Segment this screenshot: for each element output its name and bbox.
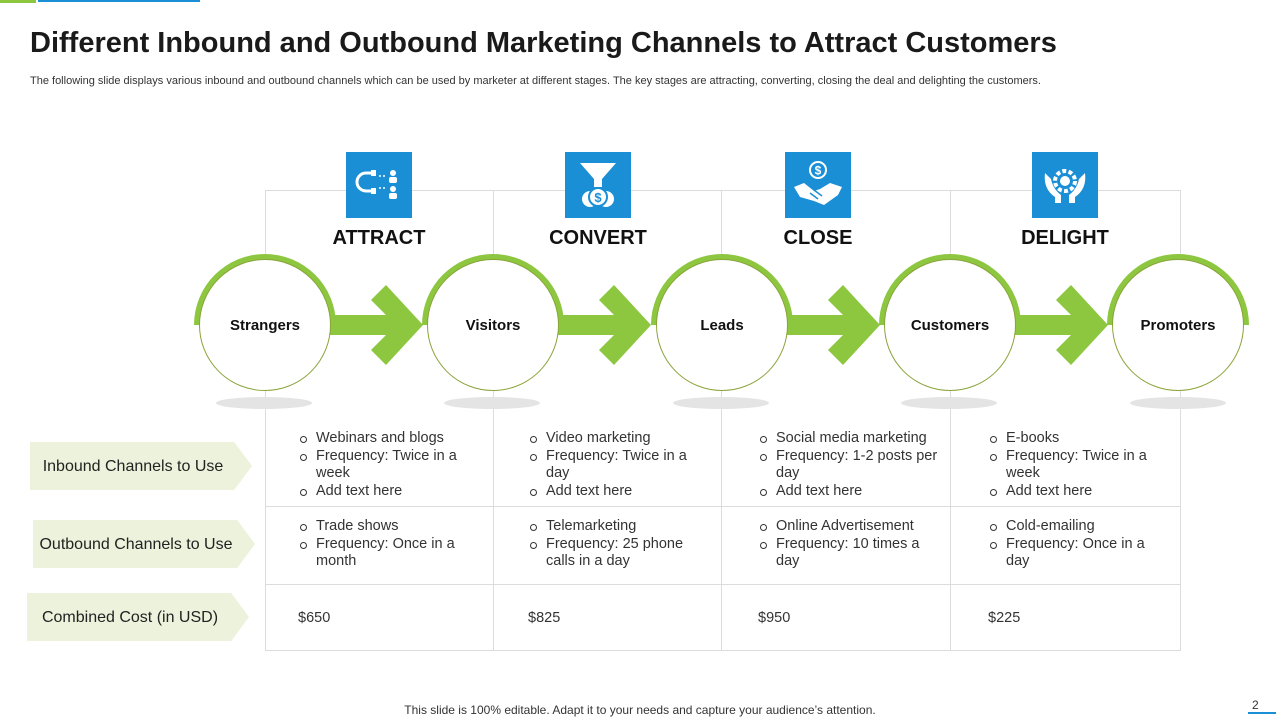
- grid-col-0: [265, 190, 266, 651]
- grid-col-1: [493, 190, 494, 651]
- slide-subtitle: The following slide displays various inb…: [30, 75, 1041, 87]
- svg-text:$: $: [815, 164, 822, 178]
- flow-arrow-1: [321, 285, 423, 365]
- stage-label-close: CLOSE: [783, 227, 853, 249]
- handshake-dollar-icon: $: [785, 152, 851, 218]
- inbound-cell-2: Video marketing Frequency: Twice in a da…: [528, 430, 698, 500]
- stage-label-convert: CONVERT: [549, 227, 647, 249]
- list-item: Add text here: [988, 483, 1168, 501]
- magnet-users-icon: [346, 152, 412, 218]
- stage-label-delight: DELIGHT: [1021, 227, 1109, 249]
- grid-col-3: [950, 190, 951, 651]
- circle-promoters: Promoters: [1112, 259, 1244, 391]
- row-label-cost: Combined Cost (in USD): [27, 593, 249, 641]
- list-item: Frequency: 25 phone calls in a day: [528, 536, 703, 571]
- row-label-inbound: Inbound Channels to Use: [30, 442, 252, 490]
- circle-shadow: [1130, 397, 1226, 409]
- outbound-cell-3: Online Advertisement Frequency: 10 times…: [758, 518, 928, 571]
- outbound-cell-2: Telemarketing Frequency: 25 phone calls …: [528, 518, 703, 571]
- list-item: Frequency: 10 times a day: [758, 536, 928, 571]
- cost-value-1: $650: [298, 610, 331, 626]
- grid-bottom: [266, 650, 1180, 651]
- inbound-cell-3: Social media marketing Frequency: 1-2 po…: [758, 430, 943, 500]
- top-accent-blue: [38, 0, 200, 2]
- circle-customers: Customers: [884, 259, 1016, 391]
- list-item: Frequency: Once in a month: [298, 536, 473, 571]
- cost-value-2: $825: [528, 610, 561, 626]
- top-accent-green: [0, 0, 36, 3]
- page-number-underline: [1248, 712, 1276, 714]
- inbound-cell-1: Webinars and blogs Frequency: Twice in a…: [298, 430, 468, 500]
- grid-col-4: [1180, 190, 1181, 651]
- inbound-cell-4: E-books Frequency: Twice in a week Add t…: [988, 430, 1168, 500]
- list-item: Frequency: Twice in a day: [528, 448, 698, 483]
- slide-footer: This slide is 100% editable. Adapt it to…: [404, 703, 876, 717]
- list-item: E-books: [988, 430, 1168, 448]
- list-item: Add text here: [528, 483, 698, 501]
- list-item: Webinars and blogs: [298, 430, 468, 448]
- circle-shadow: [444, 397, 540, 409]
- outbound-cell-4: Cold-emailing Frequency: Once in a day: [988, 518, 1153, 571]
- grid-col-2: [721, 190, 722, 651]
- list-item: Trade shows: [298, 518, 473, 536]
- cost-value-4: $225: [988, 610, 1021, 626]
- circle-shadow: [673, 397, 769, 409]
- list-item: Online Advertisement: [758, 518, 928, 536]
- grid-row-2: [266, 584, 1180, 585]
- list-item: Telemarketing: [528, 518, 703, 536]
- cost-value-3: $950: [758, 610, 791, 626]
- circle-shadow: [901, 397, 997, 409]
- circle-visitors: Visitors: [427, 259, 559, 391]
- list-item: Frequency: Twice in a week: [988, 448, 1168, 483]
- stage-label-attract: ATTRACT: [332, 227, 426, 249]
- circle-leads: Leads: [656, 259, 788, 391]
- list-item: Add text here: [298, 483, 468, 501]
- list-item: Social media marketing: [758, 430, 943, 448]
- row-label-outbound: Outbound Channels to Use: [33, 520, 255, 568]
- flow-arrow-4: [1006, 285, 1108, 365]
- list-item: Cold-emailing: [988, 518, 1153, 536]
- list-item: Frequency: Once in a day: [988, 536, 1153, 571]
- list-item: Frequency: 1-2 posts per day: [758, 448, 943, 483]
- flow-arrow-3: [778, 285, 880, 365]
- list-item: Frequency: Twice in a week: [298, 448, 468, 483]
- slide-title: Different Inbound and Outbound Marketing…: [30, 27, 1057, 59]
- grid-top: [266, 190, 1180, 191]
- flow-arrow-2: [549, 285, 651, 365]
- circle-shadow: [216, 397, 312, 409]
- list-item: Video marketing: [528, 430, 698, 448]
- outbound-cell-1: Trade shows Frequency: Once in a month: [298, 518, 473, 571]
- hands-gear-icon: [1032, 152, 1098, 218]
- grid-row-1: [266, 506, 1180, 507]
- funnel-dollar-icon: $: [565, 152, 631, 218]
- list-item: Add text here: [758, 483, 943, 501]
- circle-strangers: Strangers: [199, 259, 331, 391]
- page-number: 2: [1252, 698, 1259, 712]
- svg-text:$: $: [594, 190, 602, 205]
